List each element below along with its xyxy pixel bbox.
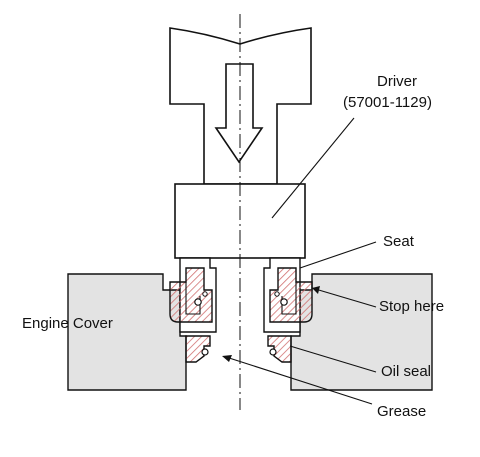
stop-here-label: Stop here [379,298,444,315]
oil-seal-left [169,267,213,323]
seat-leader [299,241,377,269]
grease-leader [225,356,373,405]
engine-cover-left-block [67,273,187,391]
engine-cover-right-block [290,273,433,391]
stop-here-leader [311,287,377,308]
engine-cover-housing [67,273,433,391]
driver-part-number: (57001-1129) [343,94,432,111]
garter-spring-left [194,298,202,306]
oil-seal-right-case [269,267,313,323]
oil-seal-right [269,267,313,323]
engine-cover-label: Engine Cover [22,315,113,332]
push-direction-arrow-icon [214,63,264,164]
oil-seal-leader [289,345,377,373]
seat-label: Seat [383,233,415,250]
driver-label: Driver [377,73,417,90]
lower-oil-seal-left [185,335,211,363]
driver-tool [169,27,312,259]
grease-label: Grease [377,403,426,420]
grease-point-right [269,348,277,356]
lower-oil-seal-right [267,335,292,363]
oil-seal-left-case [169,267,213,323]
grease-point-left [201,348,209,356]
leader-lines [222,117,377,405]
driver-leader [271,117,355,219]
oil-seal-label: Oil seal [381,363,431,380]
garter-spring-right [280,298,288,306]
driver-head [174,183,306,259]
